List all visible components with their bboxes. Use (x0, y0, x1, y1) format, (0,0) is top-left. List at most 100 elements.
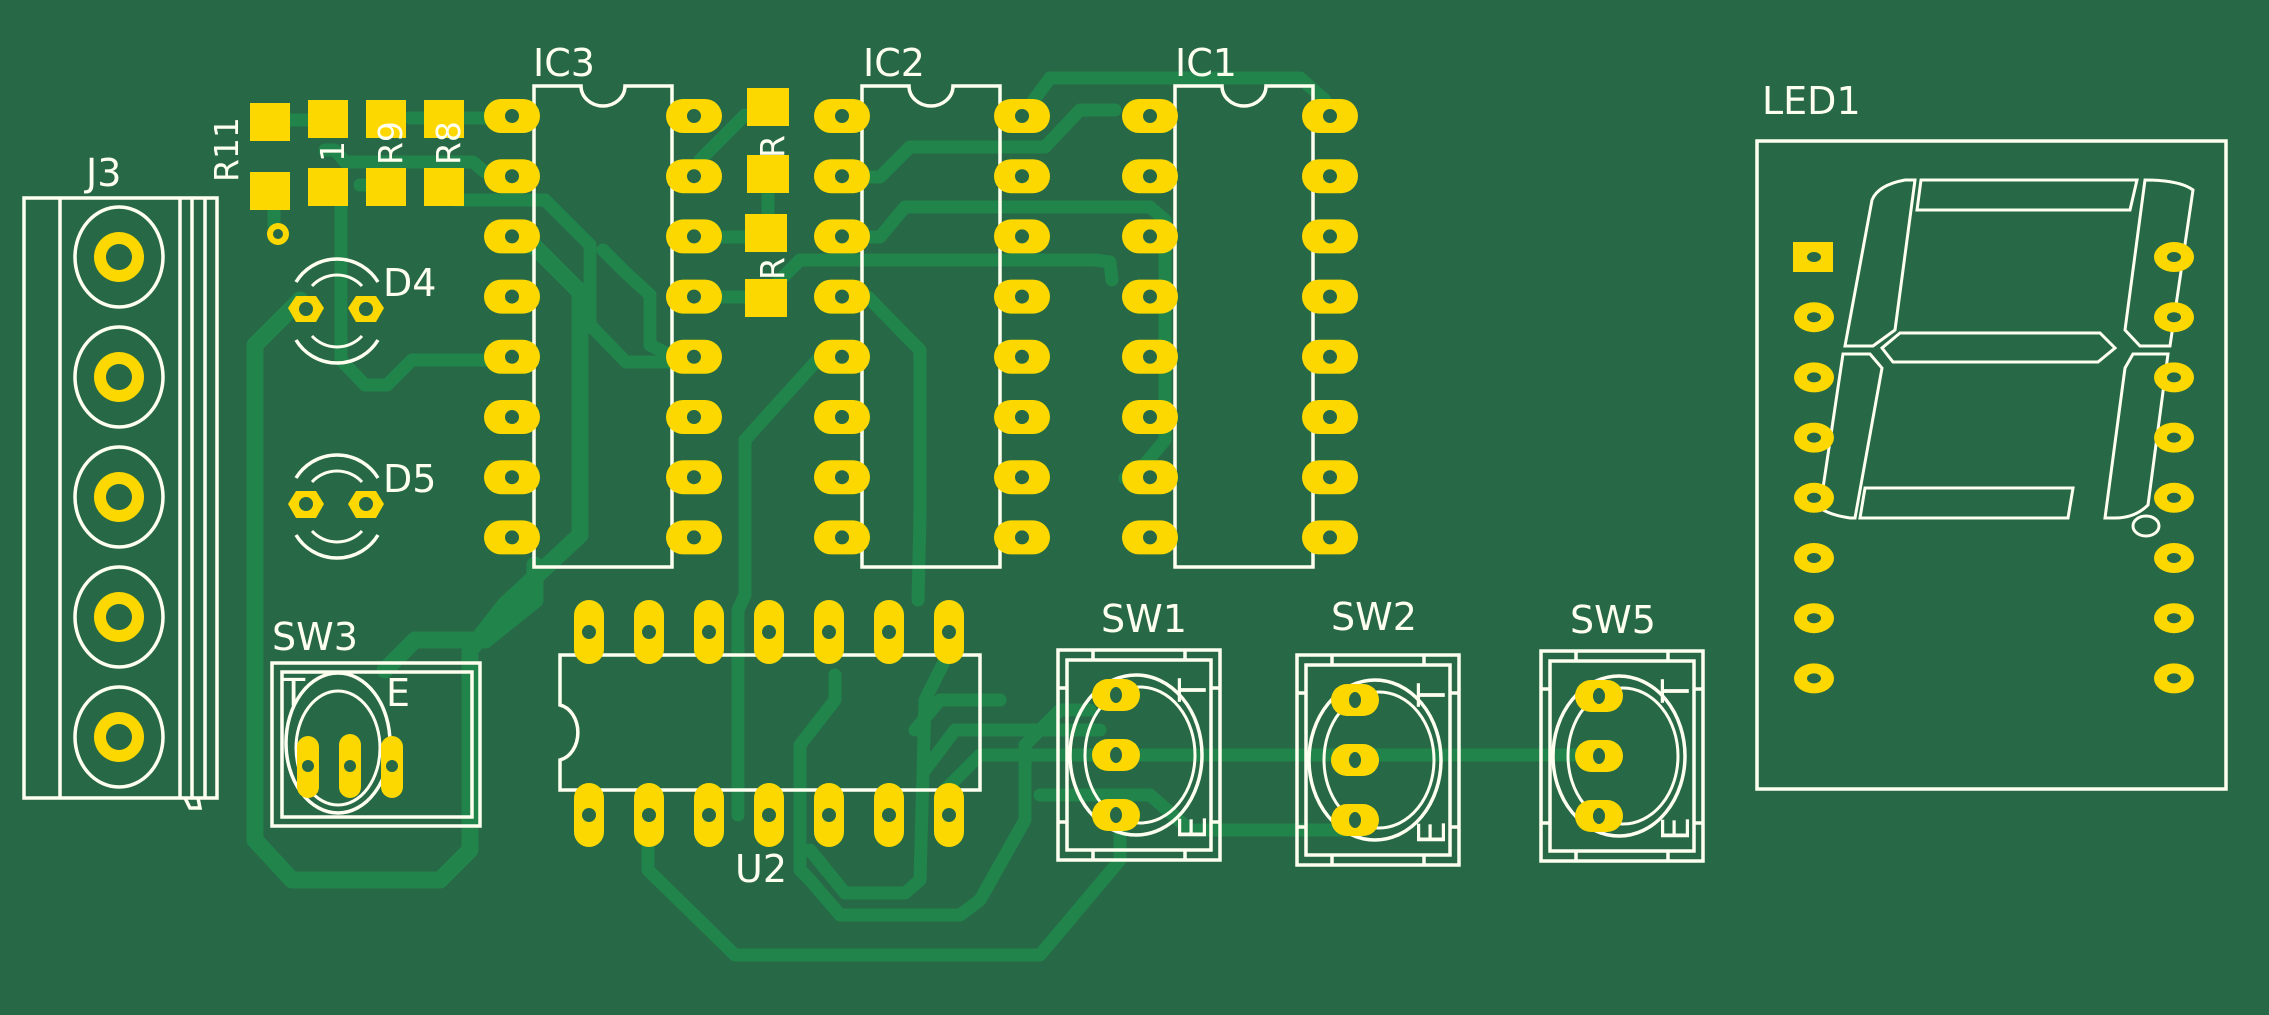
pad-hole (106, 484, 132, 510)
pad-hole (687, 289, 701, 304)
pad-hole (687, 530, 701, 545)
resistor-array: R11 1 R9 R8 R R (207, 88, 792, 317)
pad-hole (505, 410, 519, 424)
pad-hole (2167, 312, 2181, 323)
pad-hole (835, 229, 849, 244)
pad-hole (642, 625, 656, 639)
d4-outline (294, 257, 380, 283)
pad-hole (835, 470, 849, 485)
sw5-mark-t: T (1654, 679, 1698, 704)
ref-label-ic1: IC1 (1175, 41, 1237, 85)
d4-outline (294, 339, 380, 365)
ref-label-ic3: IC3 (533, 41, 595, 85)
pad-hole (505, 229, 519, 244)
trace (596, 243, 687, 367)
d4-outline (310, 273, 364, 288)
smd-pad (250, 172, 290, 210)
pad-hole (2167, 372, 2181, 383)
pad-hole (386, 760, 398, 772)
pad-hole (1110, 807, 1122, 823)
pad-hole (1143, 530, 1157, 545)
pad-hole (582, 625, 596, 639)
pad-hole (835, 169, 849, 184)
ref-label-u2: U2 (735, 847, 787, 891)
smd-pad (424, 100, 464, 138)
sw3-outline (270, 661, 482, 828)
pad-hole (882, 625, 896, 639)
led-d4: D4 (288, 257, 436, 365)
pad-hole (762, 808, 776, 822)
pad-hole (882, 808, 896, 822)
sw2-mark-e: E (1410, 821, 1454, 845)
ref-label-r11: R11 (207, 117, 246, 182)
u2-outline (558, 653, 982, 792)
pad-hole (835, 349, 849, 364)
sw2-outline (1307, 678, 1443, 842)
pad-hole (344, 760, 356, 772)
j3-marker (183, 797, 203, 810)
ref-label-sw5: SW5 (1570, 598, 1656, 642)
trace (641, 813, 1127, 962)
pad-hole (1807, 613, 1821, 624)
trace (793, 668, 1097, 922)
pad-hole (1015, 229, 1029, 244)
sw3-mark-t: T (281, 671, 306, 715)
pad-hole (106, 724, 132, 750)
pad-hole (2167, 432, 2181, 443)
ref-label-r7: R (753, 257, 792, 280)
pad-hole (1323, 410, 1337, 424)
pad-hole (299, 302, 313, 316)
segment-g (1879, 331, 2118, 364)
ref-label-r10: 1 (313, 141, 352, 162)
ic3-outline (532, 84, 674, 569)
d4-outline (310, 334, 364, 349)
switch-sw5: SW5 TE (1539, 598, 1705, 863)
pad-hole (2167, 673, 2181, 684)
connector-j3: J3 (22, 151, 219, 810)
pad-hole (822, 808, 836, 822)
pad-hole (505, 349, 519, 364)
pad-hole (1807, 372, 1821, 383)
sw3-outline (294, 689, 382, 807)
ref-label-r6: R (753, 135, 792, 158)
pad-hole (106, 244, 132, 270)
trace (731, 350, 827, 822)
ic-ic3: IC3 (484, 41, 722, 569)
pad-hole (642, 808, 656, 822)
pad-hole (835, 410, 849, 424)
pad-hole (582, 808, 596, 822)
copper-traces (246, 71, 1607, 962)
pad-hole (822, 625, 836, 639)
trace (318, 143, 517, 184)
trace (376, 556, 544, 679)
pad-hole (1323, 169, 1337, 184)
segment-a (1915, 178, 2139, 212)
pad-hole (1143, 410, 1157, 424)
sw1-outline (1056, 648, 1222, 862)
via-hole (273, 229, 283, 239)
ref-label-ic2: IC2 (863, 41, 925, 85)
trace (918, 723, 1107, 777)
segment-c (2103, 352, 2170, 520)
pad-hole (106, 604, 132, 630)
pad-hole (1110, 747, 1122, 763)
sw5-outline (1539, 649, 1705, 863)
pad-hole (762, 625, 776, 639)
pad-hole (702, 808, 716, 822)
trace (938, 748, 1607, 797)
led-d5: D5 (288, 453, 436, 560)
d5-outline (294, 453, 380, 479)
trace (448, 193, 697, 369)
d5-outline (294, 534, 380, 560)
pad-hole (1015, 289, 1029, 304)
pad-hole (505, 530, 519, 545)
sw1-mark-e: E (1171, 816, 1215, 840)
pad-hole (1349, 812, 1361, 828)
ref-label-sw2: SW2 (1331, 595, 1417, 639)
ic1-outline (1173, 84, 1315, 569)
ref-label-led1: LED1 (1762, 79, 1861, 123)
pad-hole (1807, 673, 1821, 684)
pad-hole (1593, 748, 1605, 764)
smd-pad (745, 279, 787, 317)
pad-hole (835, 109, 849, 123)
